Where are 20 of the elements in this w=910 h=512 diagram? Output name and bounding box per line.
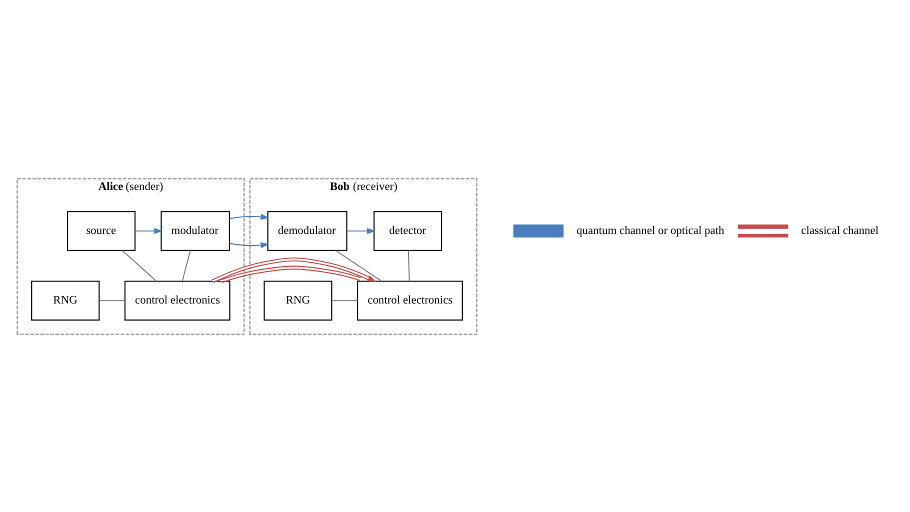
node-box: detector [374,210,442,250]
node-box: demodulator [267,210,348,250]
node-box: control electronics [124,280,230,320]
connector [99,300,125,301]
connector [332,300,358,301]
connector [335,250,382,282]
connector [122,250,157,282]
connector [182,250,191,281]
arrow [212,257,376,283]
node-box: source [67,210,136,250]
arrow [229,213,270,248]
connector [408,250,410,281]
arrow [135,228,163,234]
node-box: modulator [160,210,230,250]
node-box: RNG [264,280,332,320]
arrow [346,228,376,234]
legend-label: quantum channel or optical path [576,224,724,236]
node-box: control electronics [357,280,463,320]
legend-label: classical channel [801,224,879,236]
node-box: RNG [31,280,100,320]
